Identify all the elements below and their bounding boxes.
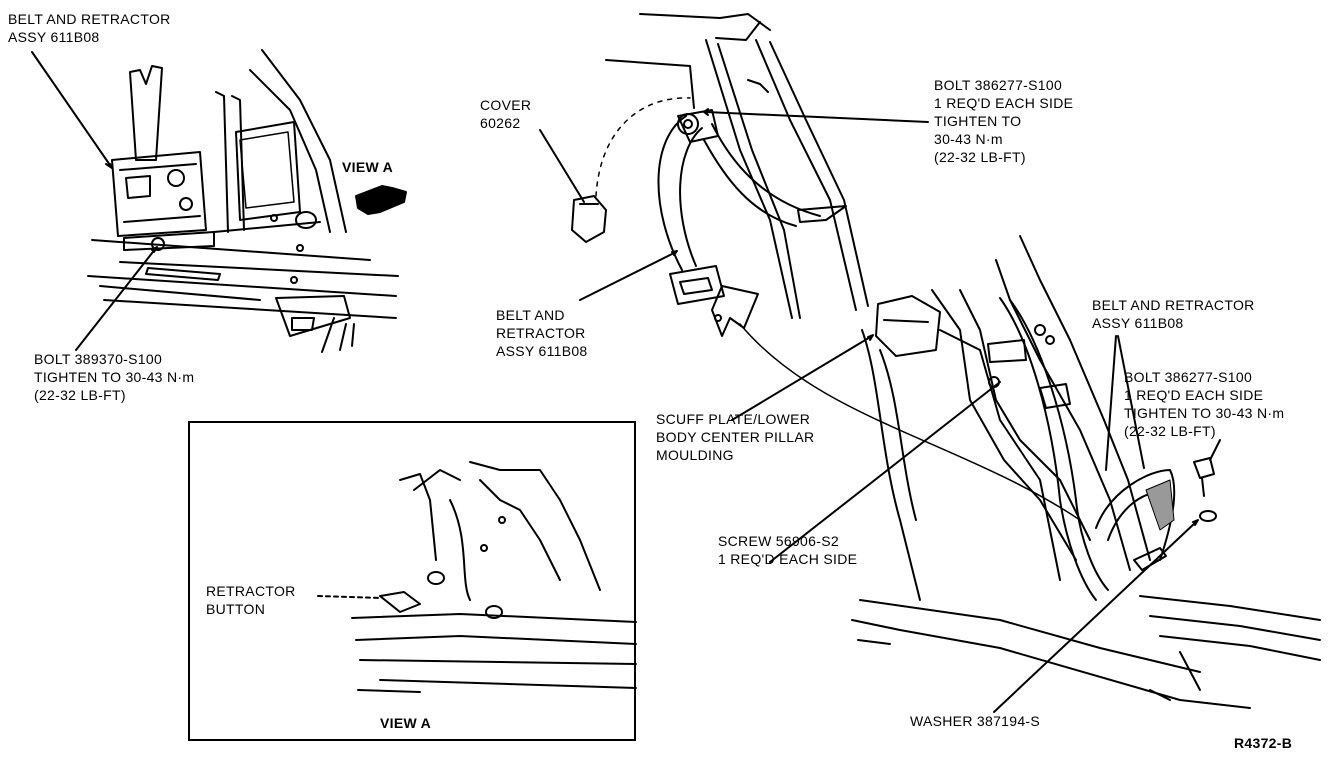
label-belt-retractor-topleft: BELT AND RETRACTOR ASSY 611B08 [8,11,171,45]
label-view-a-arrow: VIEW A [342,159,394,175]
label-cover: COVER 60262 [480,97,532,131]
label-bolt-386277-right: BOLT 386277-S100 1 REQ'D EACH SIDE TIGHT… [1124,369,1285,439]
label-bolt-389370: BOLT 389370-S100 TIGHTEN TO 30-43 N·m (2… [34,351,195,403]
label-screw: SCREW 56906-S2 1 REQ'D EACH SIDE [718,533,858,567]
label-belt-retractor-center: BELT AND RETRACTOR ASSY 611B08 [496,307,588,359]
topleft-retractor-drawing [31,49,407,353]
label-washer: WASHER 387194-S [910,713,1041,729]
view-a-inset-frame [188,421,636,741]
right-retractor-drawing [731,235,1321,713]
label-scuff-plate: SCUFF PLATE/LOWER BODY CENTER PILLAR MOU… [656,411,815,463]
view-a-inset-drawing [317,461,637,693]
label-retractor-button: RETRACTOR BUTTON [206,583,296,617]
figure-id: R4372-B [1234,735,1293,751]
label-bolt-386277-top: BOLT 386277-S100 1 REQ'D EACH SIDE TIGHT… [934,77,1074,165]
label-view-a-caption: VIEW A [380,715,432,731]
center-retractor-drawing [539,13,1081,521]
label-belt-retractor-right: BELT AND RETRACTOR ASSY 611B08 [1092,297,1255,331]
